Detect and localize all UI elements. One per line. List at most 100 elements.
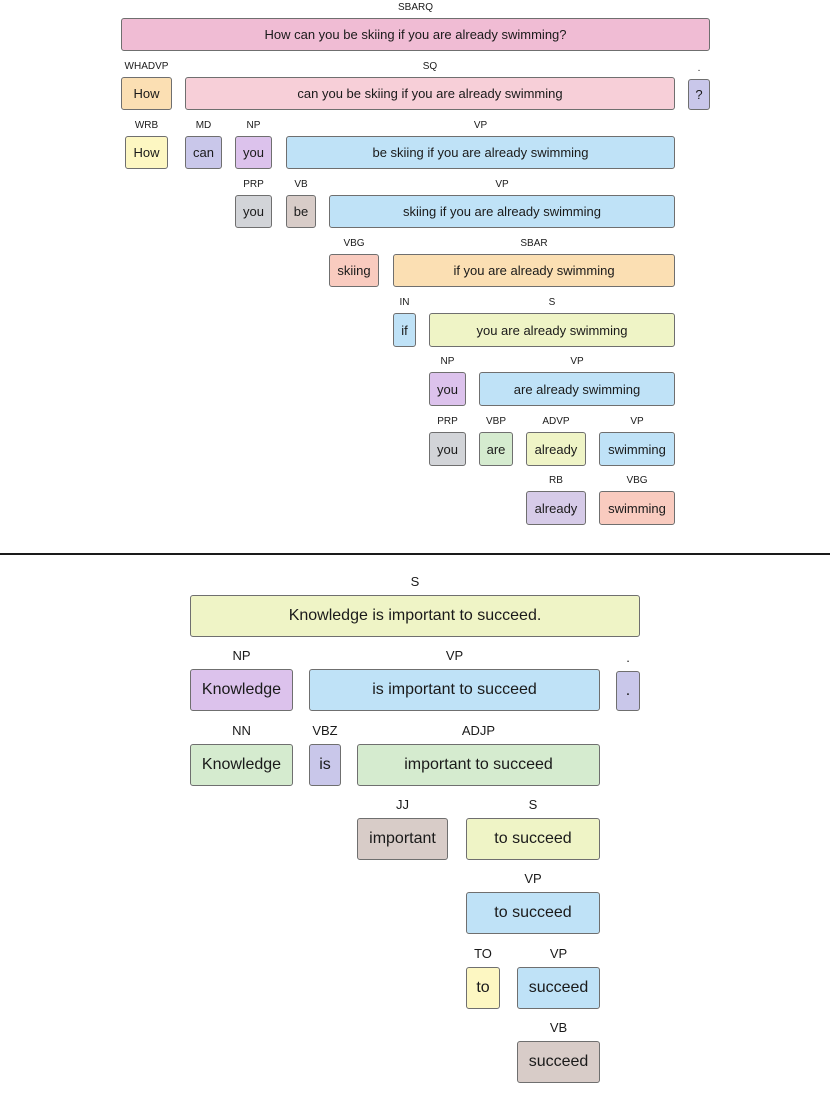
tree-1-node: ADVP already — [526, 416, 586, 466]
tree-2-node: TO to — [466, 946, 500, 1009]
node-label: S — [528, 797, 538, 812]
node-label: NN — [232, 723, 251, 738]
node-span-box: important to succeed — [357, 744, 600, 786]
tree-2-node: VP to succeed — [466, 871, 600, 934]
tree-1-node: VP are already swimming — [479, 356, 675, 406]
node-span-box: important — [357, 818, 448, 860]
node-span-box: skiing — [329, 254, 379, 287]
node-span-box: to succeed — [466, 892, 600, 934]
tree-1-node: VP swimming — [599, 416, 675, 466]
node-label: VP — [549, 946, 568, 961]
tree-2-node: VB succeed — [517, 1020, 600, 1083]
node-label: VP — [524, 871, 542, 886]
node-span-box: Knowledge — [190, 744, 293, 786]
node-label: VBP — [485, 416, 506, 427]
tree-1-node: VBG swimming — [599, 475, 675, 525]
node-span-box: How can you be skiing if you are already… — [121, 18, 710, 51]
tree-1-node: .? — [688, 63, 710, 110]
node-span-box: swimming — [599, 491, 675, 525]
node-span-box: is important to succeed — [309, 669, 600, 711]
node-label: NP — [246, 120, 261, 131]
tree-2-node: JJ important — [357, 797, 448, 860]
node-span-box: already — [526, 491, 586, 525]
node-label: SBARQ — [397, 2, 433, 13]
tree-1-node: PRP you — [235, 179, 272, 228]
node-label: WHADVP — [124, 61, 169, 72]
node-label: VBG — [343, 238, 365, 249]
node-label: VB — [294, 179, 308, 190]
tree-divider — [0, 553, 830, 555]
node-span-box: ? — [688, 79, 710, 110]
node-span-box: Knowledge is important to succeed. — [190, 595, 640, 637]
node-label: VP — [495, 179, 509, 190]
tree-2-node: VP is important to succeed — [309, 648, 600, 711]
node-label: ADVP — [542, 416, 570, 427]
node-label: . — [626, 650, 630, 665]
node-label: ADJP — [461, 723, 496, 738]
node-span-box: are already swimming — [479, 372, 675, 406]
tree-1-node: VB be — [286, 179, 316, 228]
node-span-box: Knowledge — [190, 669, 293, 711]
node-label: VP — [473, 120, 488, 131]
node-label: SQ — [422, 61, 438, 72]
node-span-box: to succeed — [466, 818, 600, 860]
node-span-box: you — [235, 195, 272, 228]
tree-1-node: NP you — [429, 356, 466, 406]
node-label: S — [410, 574, 420, 589]
node-label: RB — [549, 475, 563, 486]
node-span-box: you — [429, 372, 466, 406]
node-label: VB — [549, 1020, 568, 1035]
node-span-box: is — [309, 744, 341, 786]
node-span-box: succeed — [517, 1041, 600, 1083]
tree-2-node: NP Knowledge — [190, 648, 293, 711]
node-span-box: skiing if you are already swimming — [329, 195, 675, 228]
node-label: . — [697, 63, 701, 74]
node-label: VBG — [626, 475, 648, 486]
tree-1-node: SQ can you be skiing if you are already s… — [185, 61, 675, 110]
tree-2-node: NN Knowledge — [190, 723, 293, 786]
tree-2-node: ADJP important to succeed — [357, 723, 600, 786]
node-span-box: . — [616, 671, 640, 711]
node-label: JJ — [396, 797, 409, 812]
node-label: TO — [474, 946, 492, 961]
tree-1-node: VP be skiing if you are already swimming — [286, 120, 675, 169]
node-span-box: you — [429, 432, 466, 466]
node-label: VP — [630, 416, 644, 427]
node-label: VP — [445, 648, 464, 663]
node-label: VP — [570, 356, 584, 367]
tree-1-node: VBP are — [479, 416, 513, 466]
node-span-box: swimming — [599, 432, 675, 466]
node-span-box: How — [125, 136, 168, 169]
tree-1-node: RB already — [526, 475, 586, 525]
node-span-box: already — [526, 432, 586, 466]
node-label: WRB — [134, 120, 159, 131]
node-label: PRP — [243, 179, 264, 190]
node-label: NP — [440, 356, 455, 367]
tree-1-node: NP you — [235, 120, 272, 169]
node-span-box: you are already swimming — [429, 313, 675, 347]
node-span-box: you — [235, 136, 272, 169]
node-span-box: can you be skiing if you are already swi… — [185, 77, 675, 110]
node-label: S — [548, 297, 556, 308]
tree-1-node: VP skiing if you are already swimming — [329, 179, 675, 228]
node-span-box: be — [286, 195, 316, 228]
node-span-box: be skiing if you are already swimming — [286, 136, 675, 169]
node-label: MD — [195, 120, 212, 131]
node-label: IN — [399, 297, 410, 308]
node-span-box: are — [479, 432, 513, 466]
node-span-box: to — [466, 967, 500, 1009]
node-label: NP — [232, 648, 251, 663]
tree-1-node: VBG skiing — [329, 238, 379, 287]
node-label: SBAR — [520, 238, 548, 249]
node-span-box: if — [393, 313, 416, 347]
tree-2-node: .. — [616, 650, 640, 711]
tree-1-node: IN if — [393, 297, 416, 347]
